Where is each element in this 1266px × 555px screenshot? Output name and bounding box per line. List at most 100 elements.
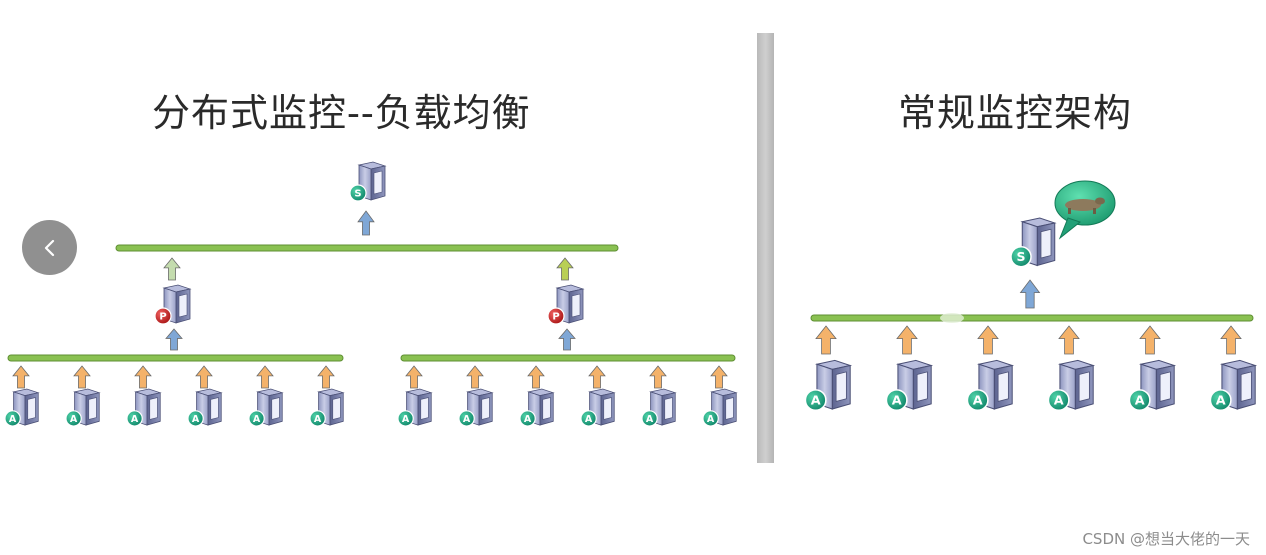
svg-text:A: A (811, 394, 821, 409)
agent-bus-line (810, 314, 1254, 322)
central-server: S (1010, 217, 1057, 268)
server-badge: A (126, 410, 143, 427)
svg-text:A: A (192, 414, 200, 425)
server-badge: A (1128, 389, 1151, 412)
agent-server: A (641, 388, 677, 427)
agent-arrow (466, 365, 484, 389)
svg-text:A: A (585, 414, 593, 425)
server-badge: A (885, 389, 908, 412)
svg-text:A: A (9, 414, 17, 425)
server-badge: A (519, 410, 536, 427)
server-badge: A (1209, 389, 1232, 412)
central-server-arrow (1019, 279, 1041, 309)
prev-slide-button[interactable] (22, 220, 77, 275)
svg-text:A: A (1054, 394, 1064, 409)
server-badge: S (349, 184, 367, 202)
svg-text:S: S (354, 189, 361, 200)
svg-text:P: P (552, 312, 559, 323)
server-badge: A (804, 389, 827, 412)
agent-server: A (126, 388, 162, 427)
proxy-server-2: P (547, 284, 585, 325)
server-badge: A (187, 410, 204, 427)
agent-server: A (458, 388, 494, 427)
server-badge: A (702, 410, 719, 427)
agent-server: A (804, 359, 853, 412)
panel-divider (757, 33, 774, 463)
agent-server: A (519, 388, 555, 427)
agent-arrow (12, 365, 30, 389)
agent-server: A (885, 359, 934, 412)
agent-server: A (702, 388, 738, 427)
agent-arrow (405, 365, 423, 389)
server-badge: A (966, 389, 989, 412)
proxy-bus-line-2 (400, 354, 736, 362)
svg-text:A: A (892, 394, 902, 409)
svg-text:A: A (707, 414, 715, 425)
svg-text:P: P (159, 312, 166, 323)
proxy-arrow-2 (558, 328, 576, 351)
top-server: S (349, 161, 387, 202)
svg-text:A: A (131, 414, 139, 425)
agent-server: A (1209, 359, 1258, 412)
svg-text:A: A (253, 414, 261, 425)
agent-server: A (187, 388, 223, 427)
agent-server: A (580, 388, 616, 427)
server-badge: A (397, 410, 414, 427)
top-bus-line (115, 244, 619, 252)
agent-arrow (73, 365, 91, 389)
svg-text:A: A (314, 414, 322, 425)
agent-server: A (966, 359, 1015, 412)
agent-arrow (1139, 325, 1161, 355)
agent-arrow (1058, 325, 1080, 355)
agent-arrow (256, 365, 274, 389)
server-badge: A (580, 410, 597, 427)
svg-text:A: A (70, 414, 78, 425)
server-badge: S (1010, 246, 1032, 268)
proxy-bus-line-1 (7, 354, 344, 362)
right-diagram-title: 常规监控架构 (898, 91, 1133, 135)
agent-arrow (317, 365, 335, 389)
server-badge: A (458, 410, 475, 427)
chevron-left-icon (44, 239, 54, 256)
animal-icon (1065, 197, 1105, 214)
svg-text:S: S (1016, 249, 1025, 264)
proxy-server-1: P (154, 284, 192, 325)
agent-arrow (527, 365, 545, 389)
top-server-arrow (357, 210, 375, 236)
bus-highlight (940, 313, 964, 323)
server-badge: A (65, 410, 82, 427)
agent-server: A (309, 388, 345, 427)
server-badge: A (1047, 389, 1070, 412)
proxy-uplink-arrow-1 (163, 257, 181, 281)
agent-server: A (397, 388, 433, 427)
server-badge: A (309, 410, 326, 427)
agent-server: A (248, 388, 284, 427)
server-badge: A (641, 410, 658, 427)
agent-arrow (815, 325, 837, 355)
agent-arrow (195, 365, 213, 389)
agent-arrow (134, 365, 152, 389)
agent-server: A (1047, 359, 1096, 412)
svg-text:A: A (646, 414, 654, 425)
server-badge: A (248, 410, 265, 427)
server-badge: P (154, 307, 172, 325)
svg-text:A: A (402, 414, 410, 425)
svg-text:A: A (1135, 394, 1145, 409)
agent-arrow (649, 365, 667, 389)
agent-arrow (710, 365, 728, 389)
agent-arrow (977, 325, 999, 355)
agent-server: A (1128, 359, 1177, 412)
agent-server: A (4, 388, 40, 427)
agent-arrow (896, 325, 918, 355)
svg-text:A: A (524, 414, 532, 425)
proxy-uplink-arrow-2 (556, 257, 574, 281)
proxy-arrow-1 (165, 328, 183, 351)
svg-text:A: A (463, 414, 471, 425)
agent-server: A (65, 388, 101, 427)
agent-arrow (1220, 325, 1242, 355)
agent-arrow (588, 365, 606, 389)
svg-text:A: A (1216, 394, 1226, 409)
left-diagram-title: 分布式监控--负载均衡 (152, 91, 531, 135)
svg-text:A: A (973, 394, 983, 409)
